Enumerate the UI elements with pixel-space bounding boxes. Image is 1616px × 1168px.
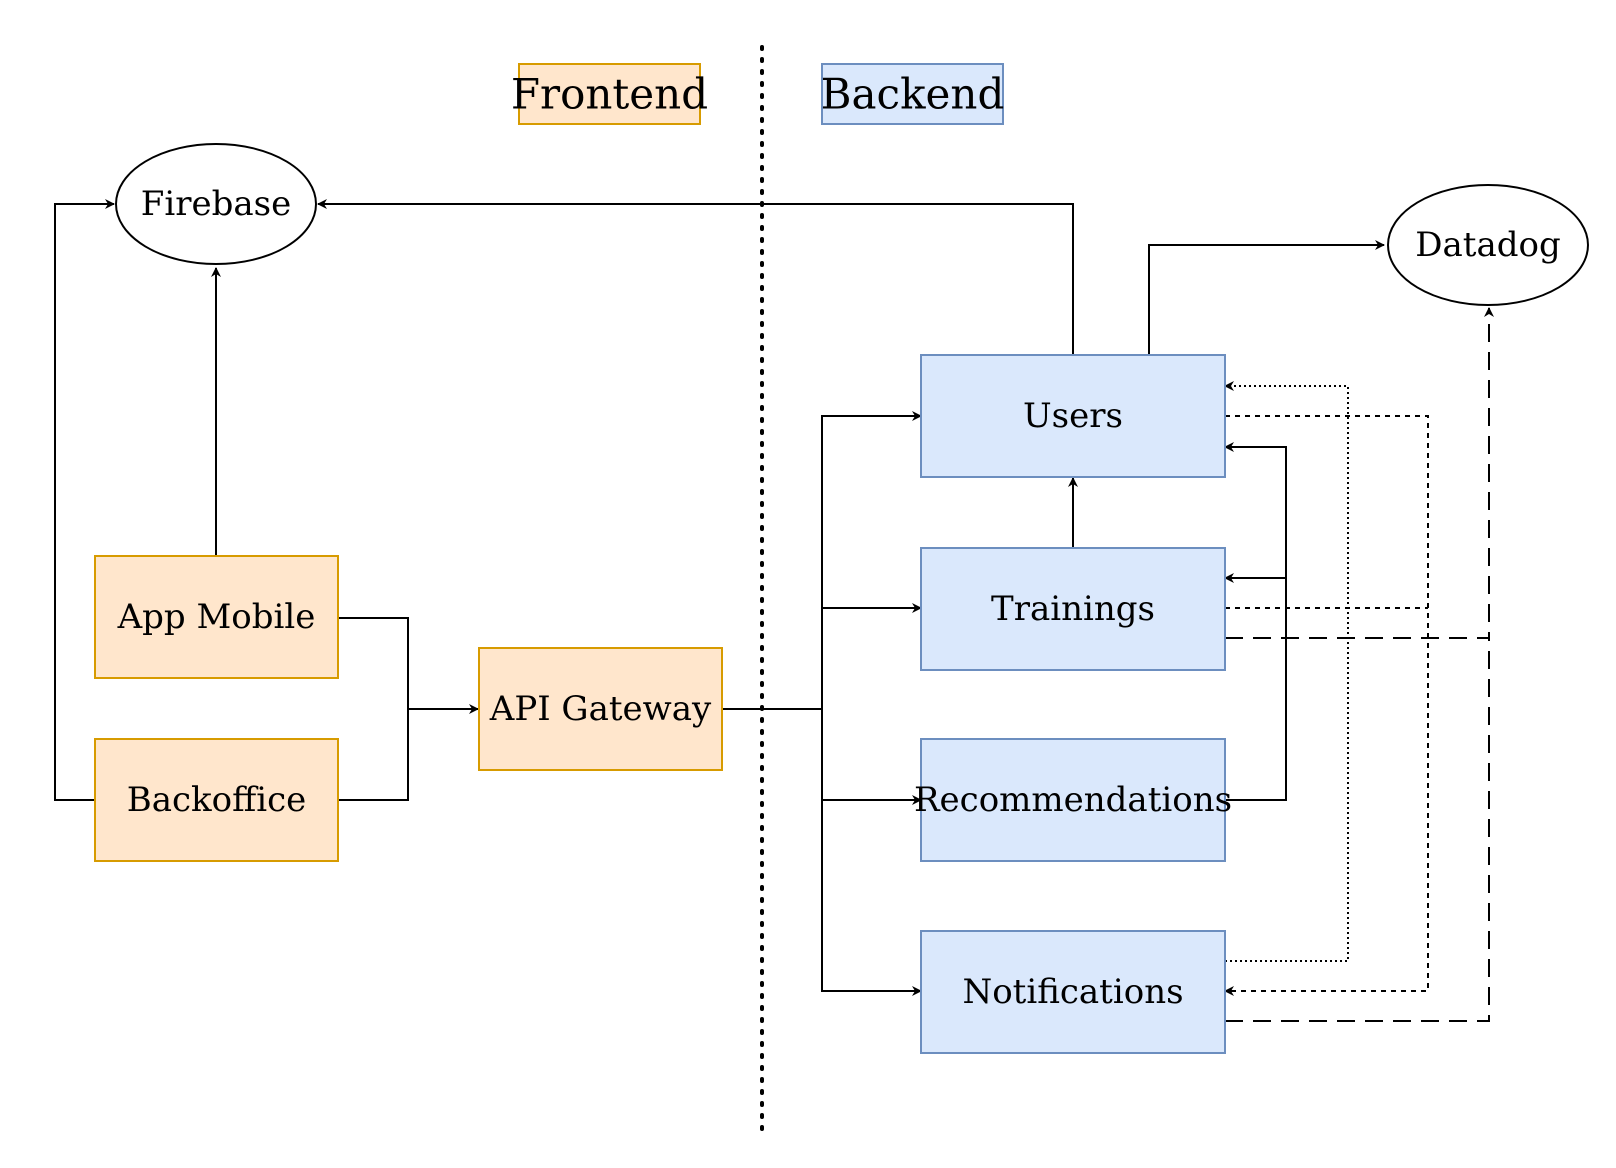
node-firebase-label: Firebase (141, 184, 291, 224)
node-trainings-label: Trainings (991, 589, 1155, 629)
edge-users-to-datadog (1148, 240, 1385, 355)
node-recommendations: Recommendations (914, 738, 1232, 862)
edge-notifications-to-users (1224, 381, 1349, 962)
frontend-zone-label-text: Frontend (511, 70, 708, 119)
edge-app-mobile-to-api-gateway (338, 617, 479, 714)
node-firebase: Firebase (115, 143, 317, 265)
node-app-mobile: App Mobile (94, 555, 339, 679)
node-notifications: Notifications (920, 930, 1226, 1054)
edge-api-gateway-to-notifications (821, 800, 922, 996)
node-api-gateway-label: API Gateway (489, 689, 712, 729)
edge-trainings-to-datadog (1225, 307, 1494, 639)
edge-api-gateway-to-users (721, 411, 922, 710)
edge-backoffice-to-firebase (54, 199, 115, 801)
node-backoffice-label: Backoffice (127, 780, 307, 820)
node-users: Users (920, 354, 1226, 478)
frontend-zone-label: Frontend (511, 63, 708, 125)
edge-api-gateway-to-recommendations (821, 709, 922, 805)
edge-notifications-to-datadog (1225, 638, 1490, 1022)
node-app-mobile-label: App Mobile (117, 597, 316, 637)
node-recommendations-label: Recommendations (914, 780, 1232, 820)
edge-backoffice-to-api-gateway (338, 709, 409, 801)
node-backoffice: Backoffice (94, 738, 339, 862)
edge-users-to-notifications (1224, 415, 1429, 996)
node-trainings: Trainings (920, 547, 1226, 671)
backend-zone-label-text: Backend (821, 70, 1005, 119)
edges (54, 199, 1494, 1022)
node-users-label: Users (1023, 396, 1123, 436)
node-api-gateway: API Gateway (478, 647, 723, 771)
node-datadog-label: Datadog (1415, 225, 1560, 265)
backend-zone-label: Backend (821, 63, 1005, 125)
edge-recommendations-to-users (1224, 442, 1287, 801)
node-datadog: Datadog (1387, 184, 1589, 306)
edge-users-to-firebase (317, 199, 1074, 355)
node-notifications-label: Notifications (962, 972, 1183, 1012)
